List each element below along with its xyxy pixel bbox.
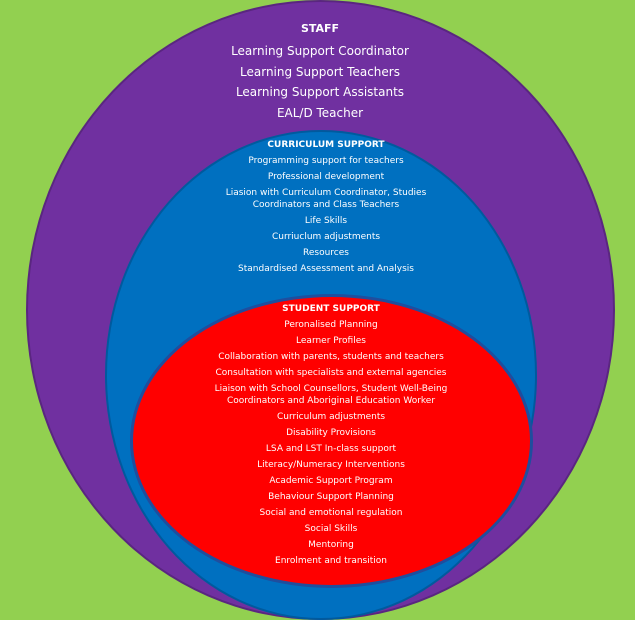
student-item: Liaison with School Counsellors, Student… [214, 384, 448, 406]
student-item: Enrolment and transition [275, 556, 387, 566]
curriculum-item: Resources [303, 248, 349, 258]
staff-title: STAFF [300, 22, 340, 35]
staff-item: Learning Support Teachers [240, 64, 400, 79]
student-item: Social Skills [304, 524, 358, 534]
student-support-circle [130, 294, 533, 588]
staff-item: EAL/D Teacher [276, 105, 364, 120]
student-item: Peronalised Planning [284, 320, 378, 330]
staff-item: Learning Support Assistants [235, 85, 405, 99]
student-item: Behaviour Support Planning [268, 492, 394, 502]
student-item: Academic Support Program [269, 476, 393, 486]
curriculum-support-title: CURRICULUM SUPPORT [267, 140, 385, 150]
student-support-section: STUDENT SUPPORT Peronalised Planning Lea… [196, 301, 466, 569]
curriculum-item: Programming support for teachers [248, 156, 404, 166]
student-item: Learner Profiles [296, 336, 366, 346]
staff-item: Learning Support Coordinator [231, 44, 409, 58]
student-item: Literacy/Numeracy Interventions [257, 460, 405, 470]
student-item: Mentoring [308, 540, 354, 550]
staff-section: STAFF Learning Support Coordinator Learn… [200, 21, 440, 123]
curriculum-item: Liasion with Curriculum Coordinator, Stu… [225, 188, 427, 210]
student-item: Disability Provisions [286, 428, 376, 438]
student-item: LSA and LST In-class support [265, 444, 397, 454]
curriculum-item: Life Skills [304, 216, 348, 226]
curriculum-support-section: CURRICULUM SUPPORT Programming support f… [196, 137, 456, 277]
student-item: Consultation with specialists and extern… [215, 368, 447, 378]
student-item: Curriculum adjustments [276, 412, 386, 422]
student-support-title: STUDENT SUPPORT [282, 304, 380, 314]
curriculum-item: Standardised Assessment and Analysis [238, 264, 414, 274]
student-item: Collaboration with parents, students and… [218, 352, 444, 362]
curriculum-item: Curriuclum adjustments [271, 232, 381, 242]
student-item: Social and emotional regulation [259, 508, 403, 518]
curriculum-item: Professional development [267, 172, 385, 182]
